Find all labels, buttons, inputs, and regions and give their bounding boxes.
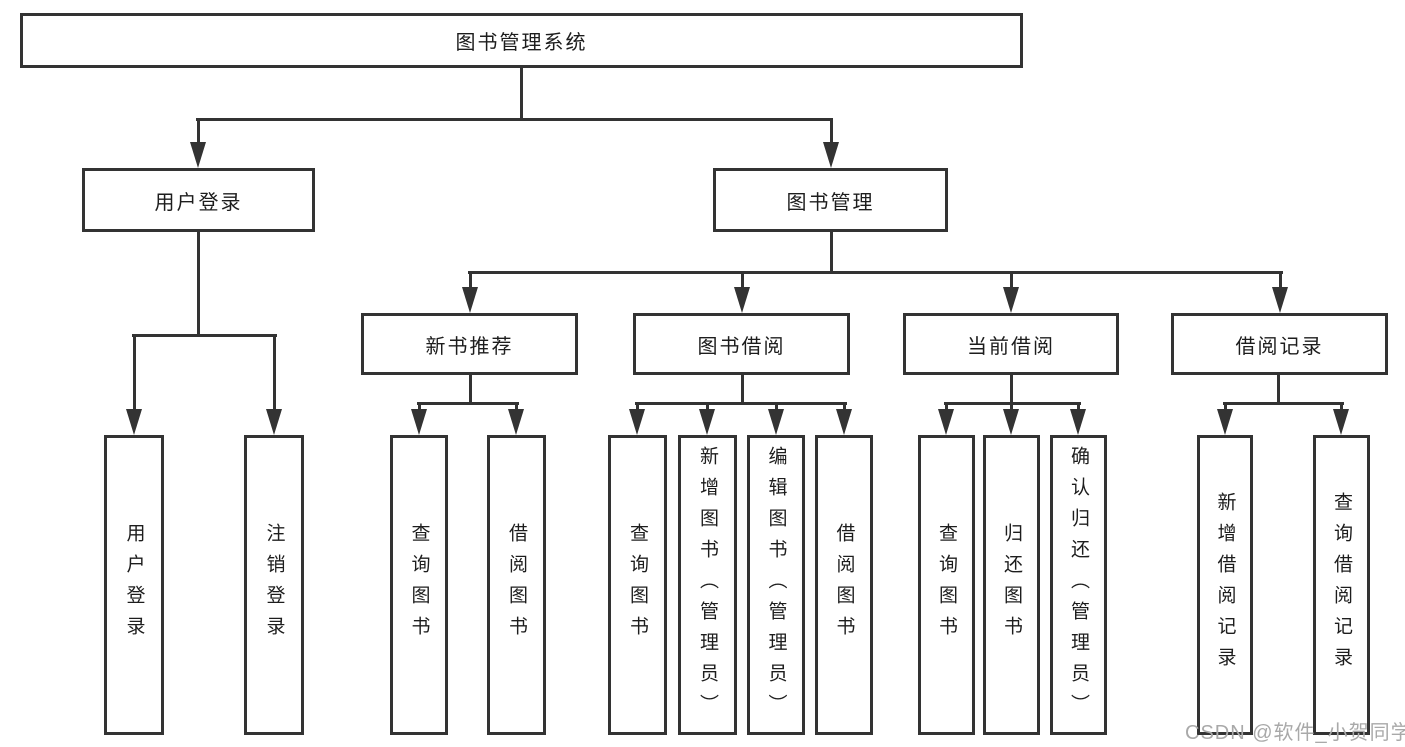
node-label-leaf-return-books: 归还图书 [1001,523,1022,647]
node-label-leaf-borrow-books-2: 借阅图书 [833,523,855,647]
connector-vline [830,119,833,146]
node-branch-book-management: 图书管理 [713,168,948,232]
node-label-leaf-query-books-3: 查询图书 [936,523,957,647]
node-branch-new-book-rec: 新书推荐 [361,313,578,375]
node-label-leaf-edit-books-admin: 编辑图书（管理员） [765,445,787,725]
connector-hline [196,118,833,121]
node-label-branch-book-management: 图书管理 [786,191,875,214]
arrowhead-down-icon [836,409,852,435]
connector-vline [1077,403,1080,412]
node-leaf-borrow-books-1: 借阅图书 [487,435,546,735]
connector-vline [706,403,709,412]
connector-hline [132,334,277,337]
arrowhead-down-icon [266,409,282,435]
connector-hline [944,402,1081,405]
arrowhead-down-icon [1070,409,1086,435]
connector-vline [1277,375,1280,405]
csdn-watermark: CSDN @软件_小贺同学 [1185,722,1405,744]
node-leaf-add-borrow-record: 新增借阅记录 [1197,435,1253,735]
arrowhead-down-icon [768,409,784,435]
connector-vline [273,335,276,412]
arrowhead-down-icon [1272,287,1288,313]
arrowhead-down-icon [699,409,715,435]
node-label-branch-book-borrow: 图书借阅 [697,335,786,358]
node-label-leaf-logout: 注销登录 [263,523,285,647]
connector-vline [1224,403,1227,412]
connector-hline [635,402,847,405]
connector-hline [468,271,1283,274]
connector-vline [741,272,744,291]
node-leaf-query-books-1: 查询图书 [390,435,448,735]
node-branch-book-borrow: 图书借阅 [633,313,850,375]
node-label-root-system: 图书管理系统 [455,32,588,54]
arrowhead-down-icon [938,409,954,435]
node-label-branch-borrow-records: 借阅记录 [1235,335,1324,358]
connector-vline [469,375,472,405]
arrowhead-down-icon [462,287,478,313]
node-leaf-query-borrow-record: 查询借阅记录 [1313,435,1370,735]
node-label-branch-user-login: 用户登录 [154,191,243,214]
node-label-branch-current-borrow: 当前借阅 [967,335,1055,358]
connector-vline [1010,272,1013,291]
connector-vline [469,272,472,291]
node-leaf-confirm-return: 确认归还（管理员） [1050,435,1107,735]
node-leaf-query-books-2: 查询图书 [608,435,667,735]
connector-vline [843,403,846,412]
node-leaf-query-books-3: 查询图书 [918,435,975,735]
node-branch-user-login: 用户登录 [82,168,315,232]
node-leaf-user-login: 用户登录 [104,435,164,735]
connector-vline [197,232,200,337]
arrowhead-down-icon [629,409,645,435]
node-label-leaf-confirm-return: 确认归还（管理员） [1068,445,1089,725]
arrowhead-down-icon [411,409,427,435]
connector-vline [133,335,136,412]
connector-hline [417,402,519,405]
connector-vline [418,403,421,412]
node-leaf-return-books: 归还图书 [983,435,1040,735]
node-label-leaf-borrow-books-1: 借阅图书 [506,523,527,647]
arrowhead-down-icon [126,409,142,435]
connector-vline [830,232,833,274]
node-label-leaf-query-books-2: 查询图书 [627,523,648,647]
connector-vline [197,119,200,146]
node-leaf-add-books-admin: 新增图书（管理员） [678,435,737,735]
arrowhead-down-icon [1333,409,1349,435]
node-label-leaf-query-borrow-record: 查询借阅记录 [1331,492,1352,678]
node-leaf-edit-books-admin: 编辑图书（管理员） [747,435,805,735]
node-label-leaf-user-login: 用户登录 [123,523,145,647]
connector-vline [520,68,523,120]
connector-vline [1010,403,1013,412]
arrowhead-down-icon [508,409,524,435]
connector-hline [1223,402,1344,405]
node-label-branch-new-book-rec: 新书推荐 [425,335,514,358]
node-label-leaf-add-borrow-record: 新增借阅记录 [1214,492,1236,678]
arrowhead-down-icon [1217,409,1233,435]
connector-vline [741,375,744,405]
node-label-leaf-add-books-admin: 新增图书（管理员） [697,445,718,725]
node-leaf-logout: 注销登录 [244,435,304,735]
arrowhead-down-icon [823,142,839,168]
connector-vline [945,403,948,412]
node-root-system: 图书管理系统 [20,13,1023,68]
arrowhead-down-icon [190,142,206,168]
connector-vline [1010,375,1013,405]
connector-vline [515,403,518,412]
node-label-leaf-query-books-1: 查询图书 [408,523,430,647]
connector-vline [1279,272,1282,291]
node-leaf-borrow-books-2: 借阅图书 [815,435,873,735]
arrowhead-down-icon [1003,409,1019,435]
connector-vline [636,403,639,412]
connector-vline [1340,403,1343,412]
node-branch-borrow-records: 借阅记录 [1171,313,1388,375]
arrowhead-down-icon [1003,287,1019,313]
connector-vline [775,403,778,412]
arrowhead-down-icon [734,287,750,313]
node-branch-current-borrow: 当前借阅 [903,313,1119,375]
